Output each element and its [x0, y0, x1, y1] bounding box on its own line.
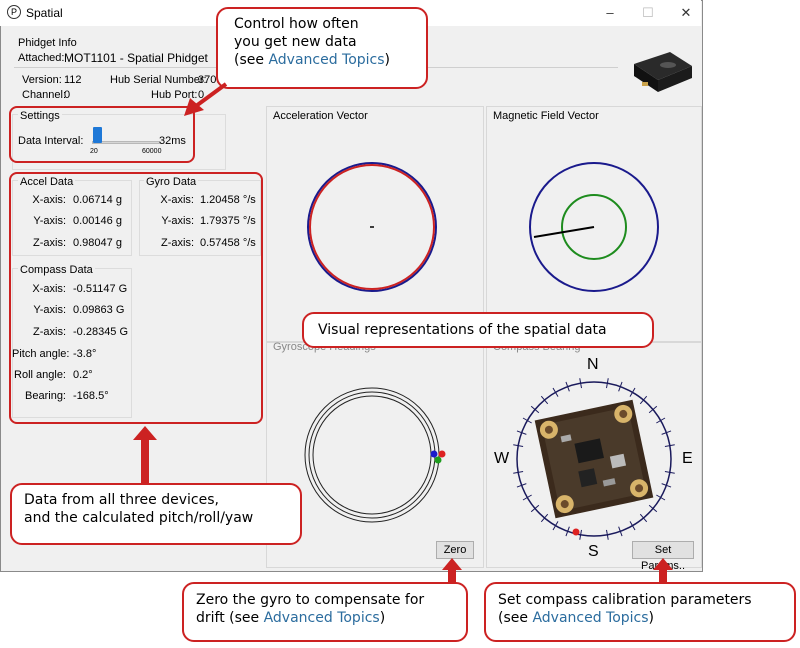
acceleration-vector-label: Acceleration Vector [273, 110, 368, 122]
compass-x-label: X-axis: [32, 283, 66, 295]
params-callout-prefix: (see [498, 610, 533, 626]
interval-advanced-topics-link[interactable]: Advanced Topics [268, 52, 385, 68]
gyro-data-label: Gyro Data [144, 176, 199, 188]
data-callout: Data from all three devices, and the cal… [10, 483, 302, 545]
compass-east-label: E [682, 450, 693, 467]
channel-label: Channel: [22, 89, 67, 101]
magnetic-field-vector-label: Magnetic Field Vector [493, 110, 599, 122]
data-interval-value: 32ms [159, 135, 186, 147]
zero-advanced-topics-link[interactable]: Advanced Topics [263, 610, 380, 626]
zero-callout-arrow [442, 558, 462, 584]
interval-callout-line2: you get new data [234, 34, 357, 50]
gyro-z-label: Z-axis: [161, 237, 194, 249]
gyro-data-group [139, 180, 261, 256]
acceleration-vector-panel [266, 106, 484, 342]
pitch-angle-label: Pitch angle: [12, 348, 70, 360]
zero-button[interactable]: Zero [436, 541, 474, 559]
zero-callout-prefix: drift (see [196, 610, 264, 626]
zero-callout: Zero the gyro to compensate for drift (s… [182, 582, 468, 642]
zero-callout-suffix: ) [379, 610, 386, 626]
params-callout: Set compass calibration parameters (see … [484, 582, 796, 642]
settings-group [12, 114, 226, 170]
accel-x-value: 0.06714 g [73, 194, 122, 206]
phidget-app-icon: P [7, 5, 21, 19]
compass-y-label: Y-axis: [33, 304, 66, 316]
compass-south-label: S [588, 543, 599, 560]
gyro-y-label: Y-axis: [161, 215, 194, 227]
hub-serial-label: Hub Serial Number: [110, 74, 207, 86]
set-params-button[interactable]: Set Params.. [632, 541, 694, 572]
minimize-button[interactable]: – [606, 5, 614, 20]
compass-bearing-dial [513, 378, 675, 540]
params-callout-arrow [653, 558, 673, 584]
data-interval-slider-track[interactable] [92, 141, 160, 144]
bearing-label: Bearing: [25, 390, 66, 402]
visual-callout: Visual representations of the spatial da… [302, 312, 654, 348]
compass-data-label: Compass Data [18, 264, 95, 276]
data-callout-line2: and the calculated pitch/roll/yaw [24, 510, 254, 526]
settings-highlight [9, 106, 195, 163]
roll-angle-value: 0.2° [73, 369, 93, 381]
compass-x-value: -0.51147 G [73, 283, 128, 295]
compass-y-value: 0.09863 G [73, 304, 125, 316]
slider-min-label: 20 [90, 148, 98, 155]
pitch-angle-value: -3.8° [73, 348, 97, 360]
channel-value: 0 [64, 89, 71, 101]
gyroscope-headings-panel [266, 342, 484, 568]
slider-max-label: 60000 [142, 148, 162, 155]
data-interval-slider-thumb[interactable] [93, 127, 102, 143]
data-callout-line1: Data from all three devices, [24, 492, 219, 508]
compass-north-label: N [587, 356, 599, 373]
gyro-x-label: X-axis: [160, 194, 194, 206]
magnetic-field-vector-panel [486, 106, 702, 342]
window-title: Spatial [26, 6, 63, 20]
interval-callout-prefix: (see [234, 52, 269, 68]
accel-z-value: 0.98047 g [73, 237, 122, 249]
interval-callout-line1: Control how often [234, 16, 359, 32]
attached-value: MOT1101 - Spatial Phidget [64, 51, 208, 65]
compass-west-label: W [494, 450, 510, 467]
accel-z-label: Z-axis: [33, 237, 66, 249]
settings-label: Settings [18, 110, 62, 122]
hub-port-value: 0 [198, 89, 205, 101]
compass-z-value: -0.28345 G [73, 326, 129, 338]
compass-z-label: Z-axis: [33, 326, 66, 338]
hub-port-label: Hub Port: [151, 89, 198, 101]
accel-y-value: 0.00146 g [73, 215, 122, 227]
maximize-button[interactable]: ☐ [642, 5, 654, 20]
gyroscope-headings-plot [304, 387, 446, 523]
params-advanced-topics-link[interactable]: Advanced Topics [532, 610, 649, 626]
accel-data-label: Accel Data [18, 176, 76, 188]
interval-callout-suffix: ) [384, 52, 391, 68]
close-button[interactable]: ✕ [680, 5, 692, 20]
zero-callout-line1: Zero the gyro to compensate for [196, 592, 425, 608]
phidget-info-label: Phidget Info [18, 37, 77, 49]
magnetic-field-vector-plot [529, 162, 659, 292]
interval-callout-arrow [184, 82, 228, 116]
version-label: Version: [22, 74, 62, 86]
attached-label: Attached: [18, 52, 65, 64]
accel-x-label: X-axis: [32, 194, 66, 206]
params-callout-line1: Set compass calibration parameters [498, 592, 752, 608]
visual-callout-text: Visual representations of the spatial da… [318, 322, 607, 338]
params-callout-suffix: ) [648, 610, 655, 626]
bearing-value: -168.5° [73, 390, 109, 402]
compass-bearing-panel [486, 342, 702, 568]
data-interval-label: Data Interval: [18, 135, 84, 147]
accel-y-label: Y-axis: [33, 215, 66, 227]
data-callout-arrow [133, 426, 157, 484]
gyro-y-value: 1.79375 °/s [200, 215, 256, 227]
interval-callout: Control how often you get new data (see … [216, 7, 428, 89]
roll-angle-label: Roll angle: [14, 369, 66, 381]
data-highlight [9, 172, 263, 424]
acceleration-vector-plot [307, 162, 437, 292]
version-value: 112 [64, 74, 82, 86]
gyro-x-value: 1.20458 °/s [200, 194, 256, 206]
spatial-phidget-device-image [634, 52, 692, 92]
gyro-z-value: 0.57458 °/s [200, 237, 256, 249]
